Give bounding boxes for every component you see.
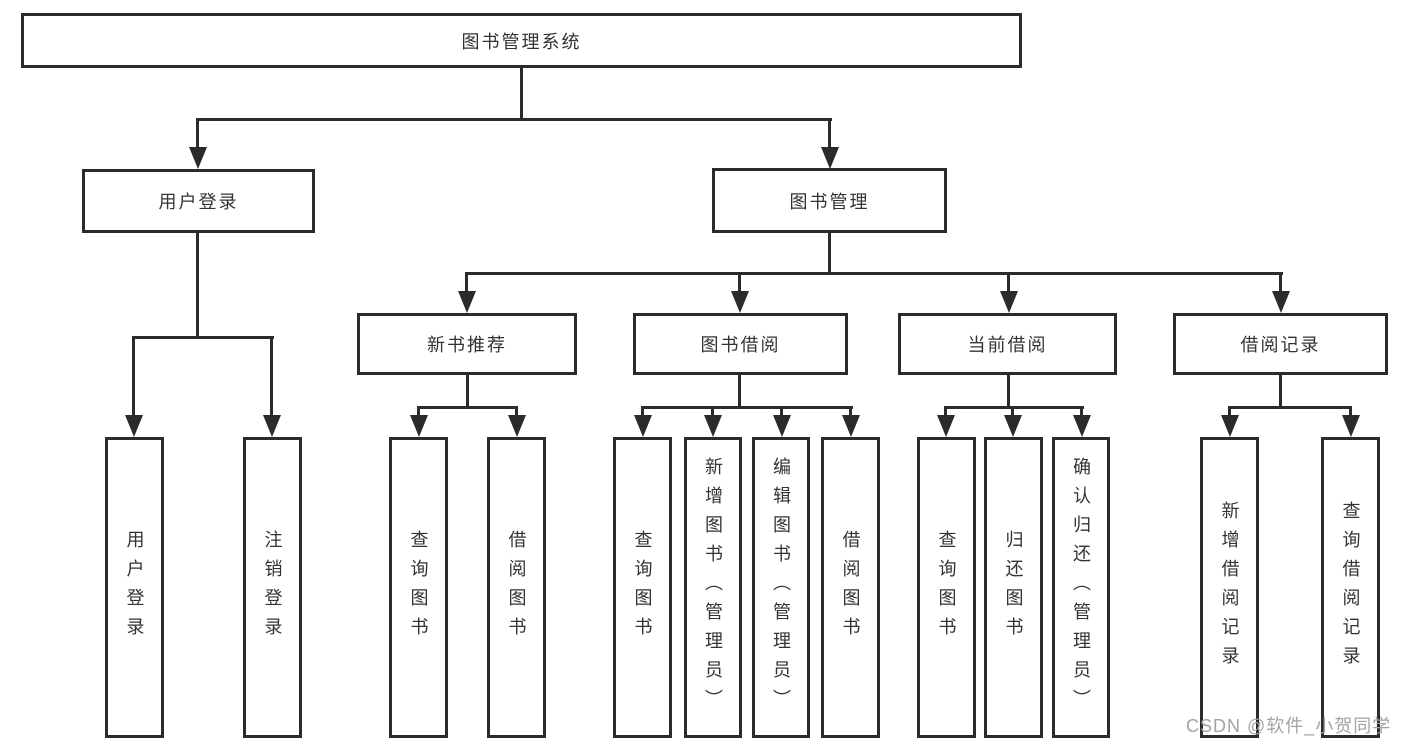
connector-arrow-current-borrow-line (1007, 272, 1010, 293)
leaf-br-add-record: 新增借阅记录 (1200, 437, 1259, 738)
connector-arrow-cb-search-line (944, 406, 947, 417)
connector-arrow-borrow-records-line (1279, 272, 1282, 293)
leaf-bb-borrow-books: 借阅图书 (821, 437, 880, 738)
connector-arrow-new-book-rec-line (465, 272, 468, 293)
arrow-to-nbr-search-icon (410, 415, 428, 437)
connector-current-borrow-stem (1007, 374, 1010, 408)
connector-arrow-br-add-line (1228, 406, 1231, 417)
node-new-book-recommend: 新书推荐 (357, 313, 577, 375)
connector-arrow-user-login-line (196, 118, 199, 149)
arrow-to-leaf-user-login-icon (125, 415, 143, 437)
leaf-bb-add-books-admin: 新增图书（管理员） (684, 437, 742, 738)
node-borrow-records: 借阅记录 (1173, 313, 1388, 375)
arrow-to-bb-search-icon (634, 415, 652, 437)
connector-arrow-br-search-line (1349, 406, 1352, 417)
node-current-borrow: 当前借阅 (898, 313, 1117, 375)
connector-arrow-bb-add-line (711, 406, 714, 417)
arrow-to-current-borrow-icon (1000, 291, 1018, 313)
connector-arrow-bb-search-line (641, 406, 644, 417)
connector-book-borrow-hline (641, 406, 853, 409)
arrow-to-book-borrow-icon (731, 291, 749, 313)
connector-arrow-cb-return-line (1011, 406, 1014, 417)
connector-arrow-leaf-logout-line (270, 336, 273, 417)
connector-user-login-stem (196, 232, 199, 338)
leaf-nbr-query-books: 查询图书 (389, 437, 448, 738)
arrow-to-cb-search-icon (937, 415, 955, 437)
arrow-to-borrow-records-icon (1272, 291, 1290, 313)
leaf-bb-edit-books-admin: 编辑图书（管理员） (752, 437, 810, 738)
connector-borrow-records-stem (1279, 374, 1282, 408)
leaf-logout-login: 注销登录 (243, 437, 302, 738)
connector-arrow-cb-confirm-line (1080, 406, 1083, 417)
leaf-bb-query-books: 查询图书 (613, 437, 672, 738)
arrow-to-br-search-icon (1342, 415, 1360, 437)
arrow-to-bb-borrow-icon (842, 415, 860, 437)
connector-current-borrow-hline (944, 406, 1084, 409)
leaf-nbr-borrow-books: 借阅图书 (487, 437, 546, 738)
arrow-to-leaf-logout-icon (263, 415, 281, 437)
node-user-login: 用户登录 (82, 169, 315, 233)
connector-new-book-rec-hline (417, 406, 518, 409)
node-book-borrow: 图书借阅 (633, 313, 848, 375)
connector-arrow-leaf-user-login-line (132, 336, 135, 417)
connector-level2-hline (466, 272, 1283, 275)
connector-book-mgmt-stem (828, 232, 831, 274)
connector-root-stem (520, 66, 523, 120)
connector-book-borrow-stem (738, 374, 741, 408)
connector-borrow-records-hline (1228, 406, 1352, 409)
connector-new-book-rec-stem (466, 374, 469, 408)
connector-user-login-hline (133, 336, 274, 339)
node-book-mgmt: 图书管理 (712, 168, 947, 233)
arrow-to-br-add-icon (1221, 415, 1239, 437)
csdn-watermark: CSDN @软件_小贺同学 (1186, 716, 1392, 736)
leaf-cb-confirm-return-admin: 确认归还（管理员） (1052, 437, 1110, 738)
connector-arrow-bb-borrow-line (849, 406, 852, 417)
connector-arrow-book-mgmt-line (828, 118, 831, 149)
leaf-user-login: 用户登录 (105, 437, 164, 738)
leaf-cb-query-books: 查询图书 (917, 437, 976, 738)
connector-level1-hline (196, 118, 832, 121)
arrow-to-cb-return-icon (1004, 415, 1022, 437)
leaf-br-query-record: 查询借阅记录 (1321, 437, 1380, 738)
arrow-to-bb-add-icon (704, 415, 722, 437)
leaf-cb-return-books: 归还图书 (984, 437, 1043, 738)
arrow-to-new-book-rec-icon (458, 291, 476, 313)
connector-arrow-book-borrow-line (738, 272, 741, 293)
arrow-to-book-mgmt-icon (821, 147, 839, 169)
connector-arrow-bb-edit-line (780, 406, 783, 417)
arrow-to-user-login-icon (189, 147, 207, 169)
arrow-to-cb-confirm-icon (1073, 415, 1091, 437)
arrow-to-bb-edit-icon (773, 415, 791, 437)
connector-arrow-nbr-borrow-line (515, 406, 518, 417)
connector-arrow-nbr-search-line (417, 406, 420, 417)
arrow-to-nbr-borrow-icon (508, 415, 526, 437)
node-root: 图书管理系统 (21, 13, 1022, 68)
